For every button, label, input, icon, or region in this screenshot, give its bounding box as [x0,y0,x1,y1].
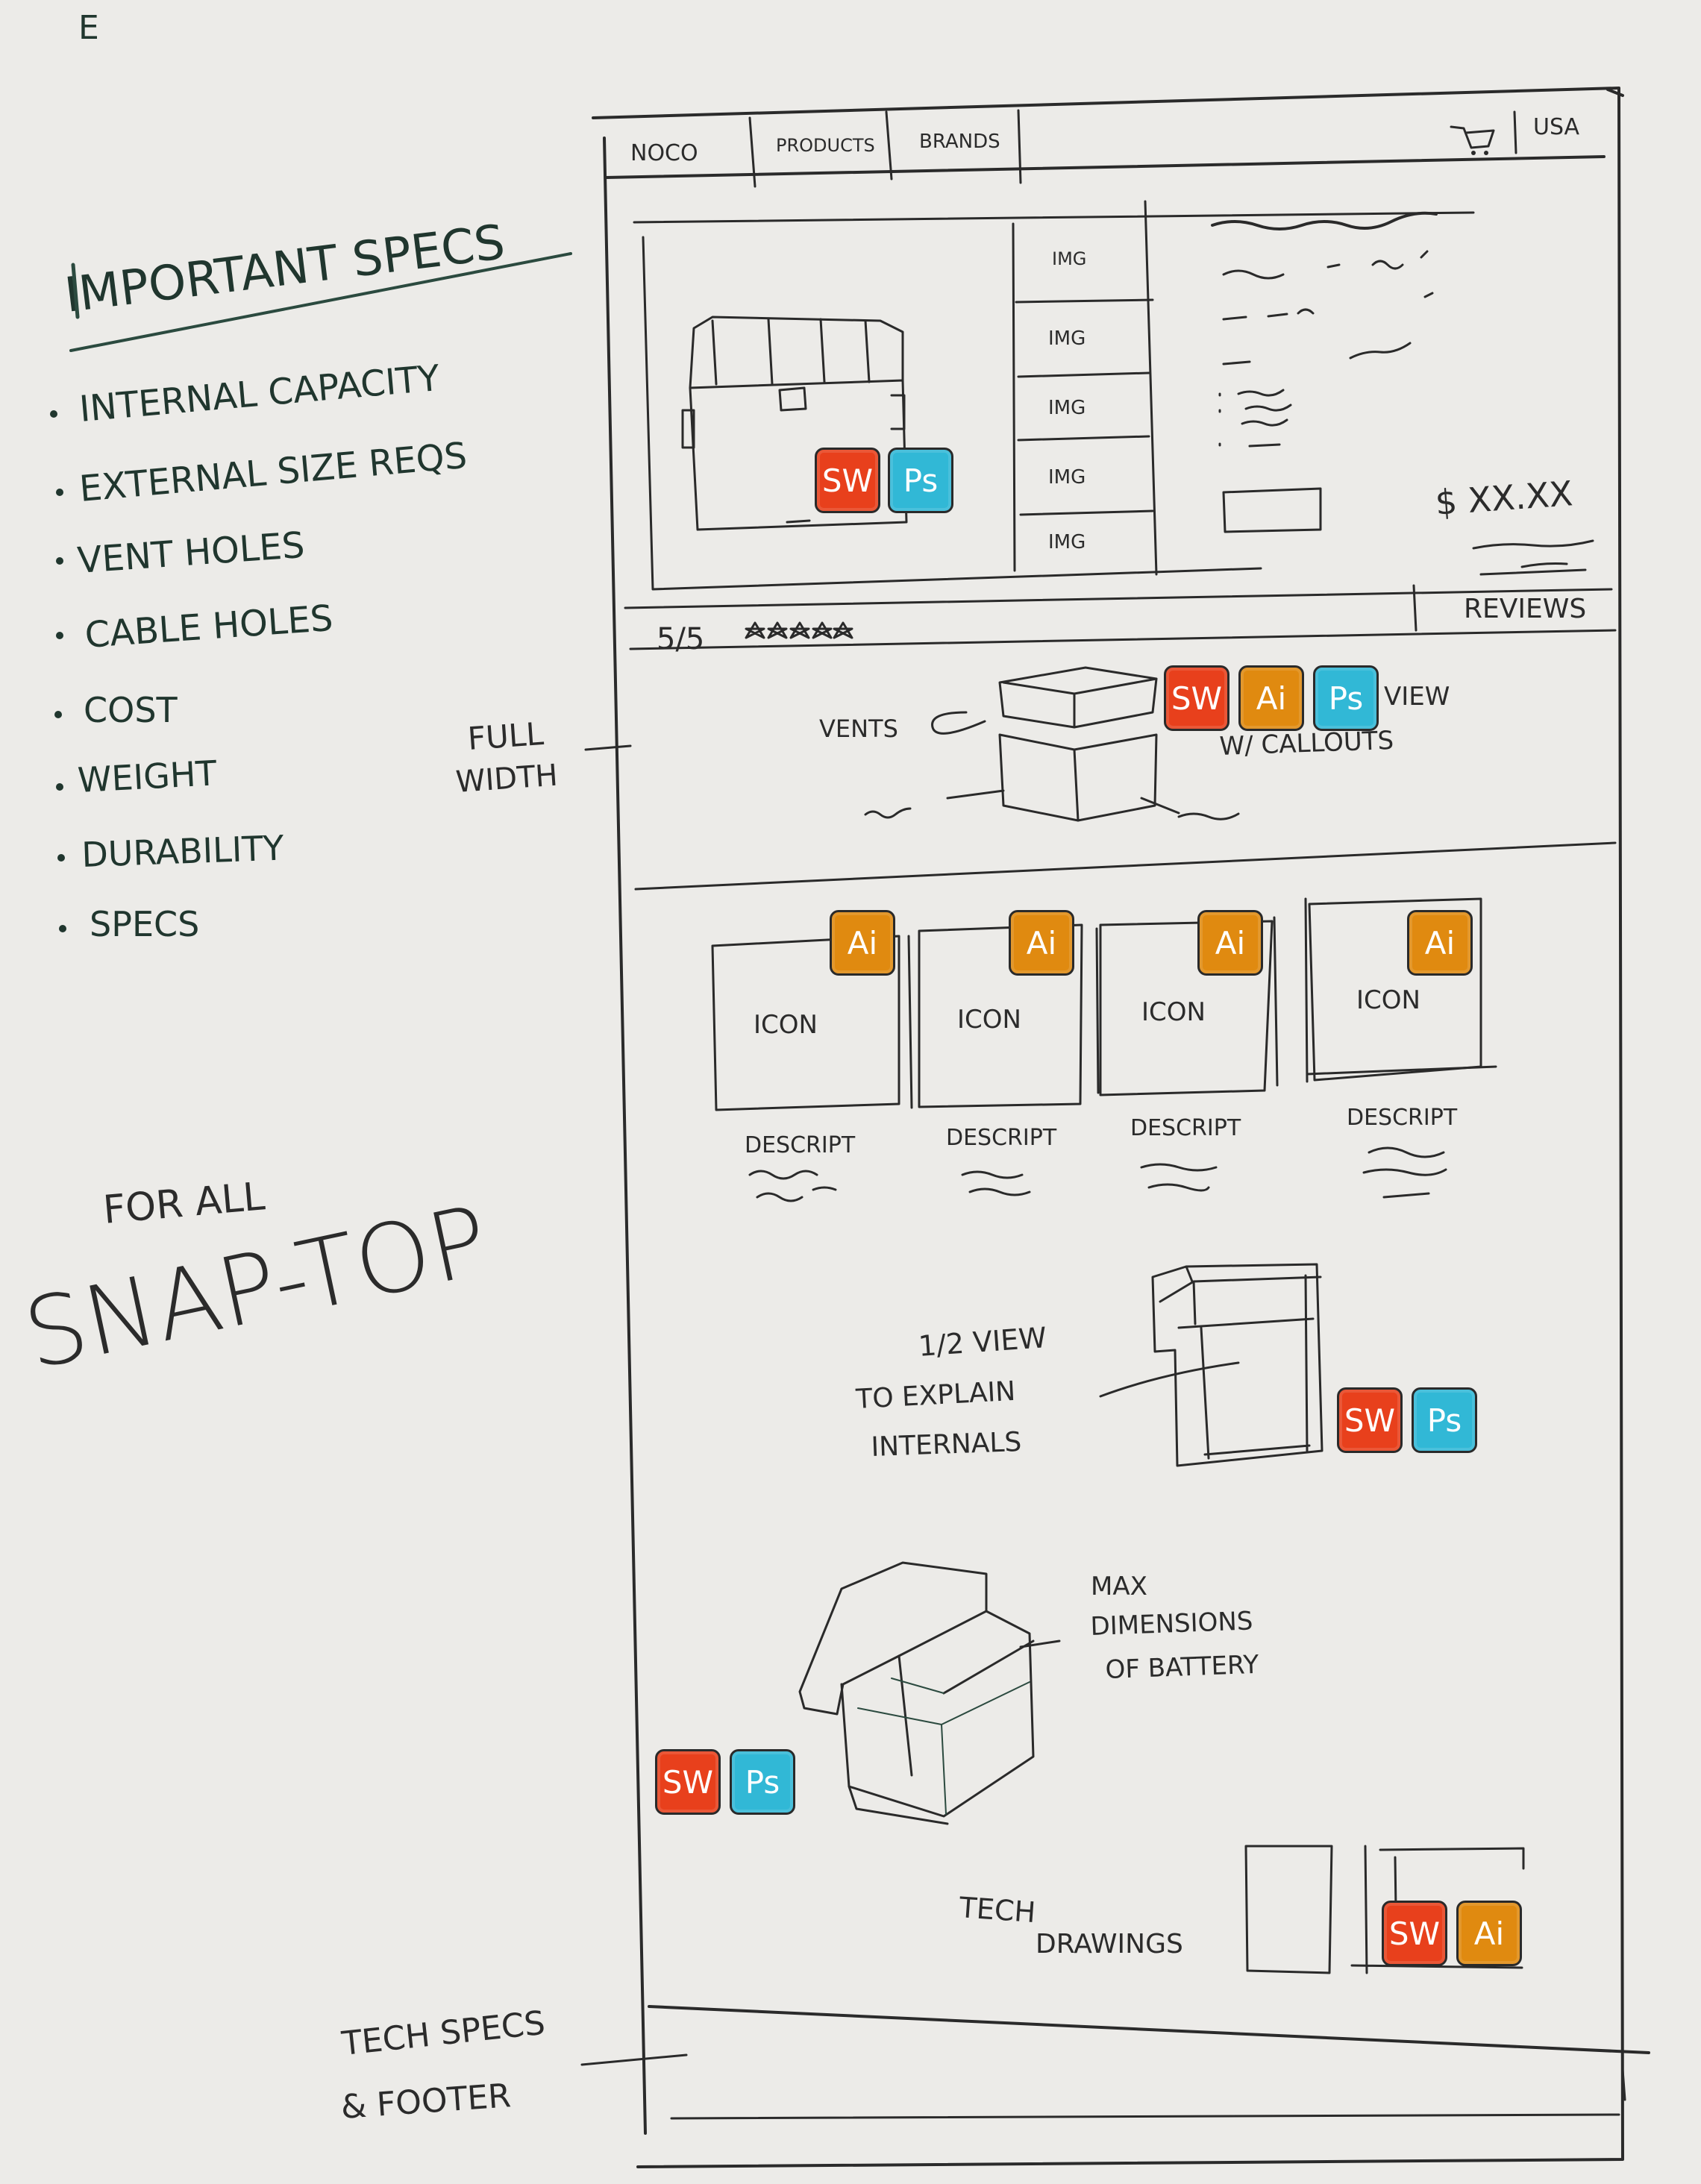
tech-specs-note-line1: TECH SPECS [339,2004,547,2063]
product-box-sketch [681,316,908,531]
nav-brand[interactable]: NOCO [630,140,698,166]
feature-icon-label: ICON [1356,985,1420,1015]
spec-item: COST [84,690,178,730]
footer-section [648,2005,1650,2120]
half-view-label: 1/2 VIEW [918,1321,1048,1363]
illustrator-badge: Ai [1407,910,1473,976]
photoshop-badge: Ps [730,1749,795,1815]
thumb-label[interactable]: IMG [1048,327,1086,350]
thumb-label[interactable]: IMG [1048,466,1086,489]
feature-desc: DESCRIPT [946,1125,1057,1151]
illustrator-badge: Ai [830,910,895,976]
battery-label: DIMENSIONS [1090,1606,1253,1642]
half-view-label: TO EXPLAIN [854,1376,1016,1415]
thumb-label[interactable]: IMG [1052,248,1086,269]
hero-section: IMG IMG IMG IMG IMG $ XX.XX [624,200,1617,656]
add-to-cart-button-sketch [1222,487,1322,533]
vents-callout: VENTS [819,715,898,743]
tech-specs-note-line2: & FOOTER [339,2077,512,2127]
corner-mark: E [78,9,99,47]
photoshop-badge: Ps [888,448,953,513]
photoshop-badge: Ps [1313,665,1379,731]
solidworks-badge: SW [815,448,880,513]
solidworks-badge: SW [1164,665,1229,731]
feature-icon-label: ICON [754,1010,818,1040]
battery-label: MAX [1091,1572,1147,1601]
half-view-section: 1/2 VIEW TO EXPLAIN INTERNALS [854,1263,1323,1467]
solidworks-badge: SW [1337,1387,1403,1453]
nav-products[interactable]: PRODUCTS [776,135,875,156]
feature-desc: DESCRIPT [745,1132,856,1158]
illustrator-badge: Ai [1009,910,1074,976]
price: $ XX.XX [1434,473,1574,523]
spec-item: INTERNAL CAPACITY [78,357,442,430]
tech-drawings-label: DRAWINGS [1036,1929,1183,1959]
battery-section: MAX DIMENSIONS OF BATTERY [798,1561,1259,1825]
thumb-label[interactable]: IMG [1048,397,1086,419]
spec-item: DURABILITY [81,828,285,875]
for-all-note: FOR ALL [101,1174,266,1233]
photoshop-badge: Ps [1412,1387,1477,1453]
thumb-label[interactable]: IMG [1048,531,1086,553]
exploded-view-section: VENTS VIEW W/ CALLOUTS [634,666,1617,891]
nav-region[interactable]: USA [1533,114,1580,140]
solidworks-badge: SW [655,1749,721,1815]
callout-label: W/ CALLOUTS [1219,726,1394,762]
spec-item: VENT HOLES [76,524,306,582]
half-view-label: INTERNALS [871,1427,1022,1463]
illustrator-badge: Ai [1238,665,1304,731]
feature-desc: DESCRIPT [1347,1105,1458,1131]
nav-brands[interactable]: BRANDS [919,131,1000,153]
battery-label: OF BATTERY [1105,1650,1259,1685]
feature-icon-label: ICON [957,1005,1021,1035]
specs-list: IMPORTANT SPECS INTERNAL CAPACITY EXTERN… [50,215,572,944]
product-info-placeholder: $ XX.XX [1211,211,1594,576]
page-frame [592,87,1624,2168]
rating: 5/5 [657,622,704,656]
tech-drawings-label: TECH [957,1891,1036,1929]
feature-icon-label: ICON [1141,997,1206,1027]
star-rating-icon [745,621,853,639]
specs-heading: IMPORTANT SPECS [62,215,508,324]
full-width-note-line1: FULL [466,715,545,757]
spec-item: CABLE HOLES [84,597,334,656]
reviews-link[interactable]: REVIEWS [1464,594,1586,624]
spec-item: WEIGHT [77,753,219,800]
cart-icon[interactable] [1450,125,1495,155]
nav-bar: NOCO PRODUCTS BRANDS USA [604,109,1606,188]
spec-item: SPECS [90,904,199,944]
feature-desc: DESCRIPT [1130,1115,1241,1141]
solidworks-badge: SW [1382,1901,1447,1966]
full-width-note-line2: WIDTH [454,759,559,800]
illustrator-badge: Ai [1456,1901,1522,1966]
callout-label: VIEW [1384,682,1450,712]
illustrator-badge: Ai [1197,910,1263,976]
spec-item: EXTERNAL SIZE REQS [78,435,469,510]
tech-drawings-section: TECH DRAWINGS [957,1845,1525,1974]
